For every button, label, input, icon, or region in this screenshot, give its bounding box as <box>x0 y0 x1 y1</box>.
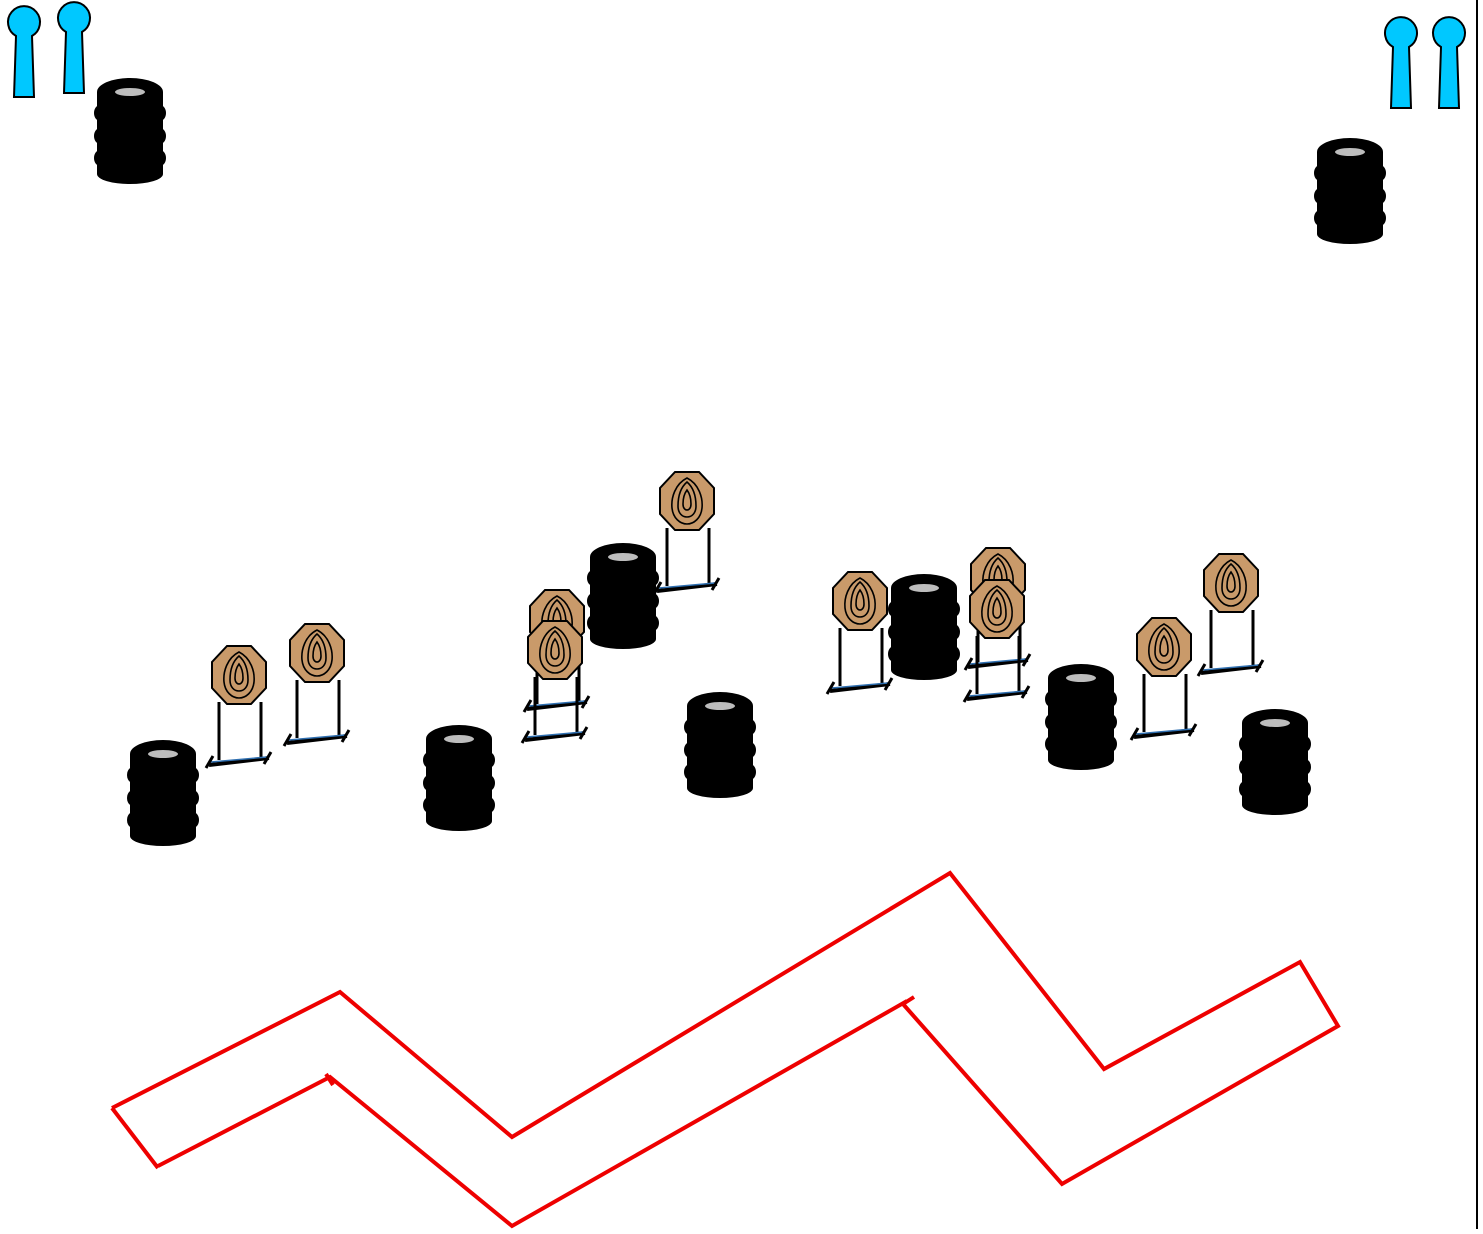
fault-line-lower <box>112 1108 158 1168</box>
barrel-icon <box>94 78 166 184</box>
fault-line-icon <box>112 873 1338 1226</box>
barrel-icon <box>1314 138 1386 244</box>
steel-target-icon <box>827 572 892 694</box>
popper-icon <box>1433 17 1465 108</box>
steel-target-icon <box>964 580 1029 702</box>
fault-line-bottom <box>158 1001 907 1226</box>
barrel-icon <box>587 543 659 649</box>
steel-target-icon <box>654 472 719 594</box>
barrel-icon <box>127 740 199 846</box>
popper-group-right <box>1385 17 1465 108</box>
barrel-icon <box>684 692 756 798</box>
steel-target-icon <box>1131 618 1196 740</box>
popper-icon <box>58 2 90 93</box>
fault-line-upper <box>112 873 1338 1184</box>
popper-icon <box>1385 17 1417 108</box>
steel-target-icon <box>284 624 349 746</box>
popper-icon <box>8 6 40 97</box>
barrel-icon <box>1045 664 1117 770</box>
barrel-icon <box>423 725 495 831</box>
barrel-icon <box>1239 709 1311 815</box>
steel-target-icon <box>522 621 587 743</box>
page-edge <box>1476 0 1478 1229</box>
steel-target-icon <box>206 646 271 768</box>
steel-target-icon <box>1198 554 1263 676</box>
barrel-icon <box>888 574 960 680</box>
popper-group-left <box>8 2 90 97</box>
